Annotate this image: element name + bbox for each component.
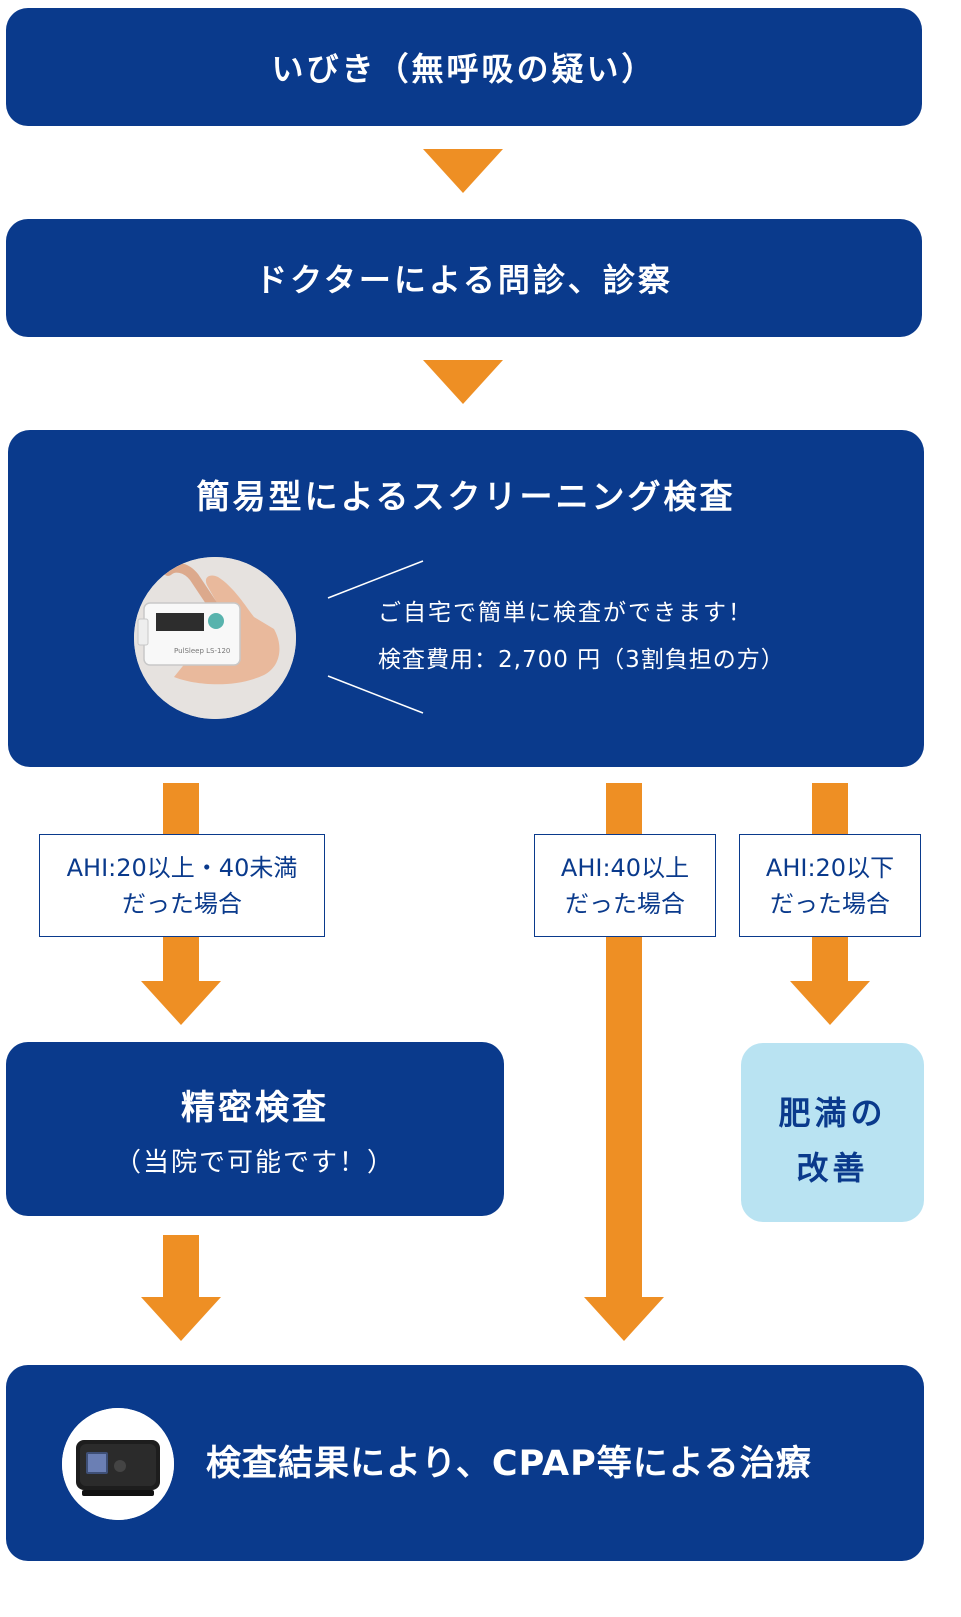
- step-consult-label: ドクターによる問診、診察: [255, 255, 673, 301]
- obesity-line2: 改善: [741, 1143, 924, 1189]
- branch-high-line1: AHI:40以上: [561, 850, 689, 886]
- step-snoring-label: いびき（無呼吸の疑い）: [271, 44, 656, 90]
- detailed-title: 精密検査: [6, 1080, 504, 1129]
- device-model-text: PulSleep LS-120: [174, 647, 230, 655]
- branch-low-line1: AHI:20以下: [766, 850, 894, 886]
- hand-device-illustration: PulSleep LS-120: [134, 557, 296, 719]
- branch-label-high: AHI:40以上 だった場合: [534, 834, 716, 937]
- arrow-shaft-detailed: [163, 1235, 199, 1301]
- branch-mid-line2: だった場合: [122, 886, 242, 922]
- step-treatment: 検査結果により、CPAP等による治療: [6, 1365, 924, 1561]
- arrow-down-icon: [423, 149, 503, 193]
- branch-label-low: AHI:20以下 だった場合: [739, 834, 921, 937]
- cpap-device-photo: [62, 1408, 174, 1520]
- branch-high-line2: だった場合: [565, 886, 685, 922]
- screening-device-photo: PulSleep LS-120: [134, 557, 296, 719]
- arrow-down-icon: [141, 1297, 221, 1341]
- obesity-line1: 肥満の: [741, 1088, 924, 1134]
- screening-title: 簡易型によるスクリーニング検査: [8, 470, 924, 518]
- speech-lines: [323, 558, 443, 718]
- step-consult: ドクターによる問診、診察: [6, 219, 922, 337]
- branch-low-line2: だった場合: [770, 886, 890, 922]
- detailed-sub: （当院で可能です！）: [6, 1142, 504, 1179]
- treatment-label: 検査結果により、CPAP等による治療: [206, 1435, 812, 1486]
- step-snoring: いびき（無呼吸の疑い）: [6, 8, 922, 126]
- branch-mid-line1: AHI:20以上・40未満: [67, 850, 298, 886]
- step-screening: 簡易型によるスクリーニング検査 PulSleep LS-120 ご自宅で簡単に検…: [8, 430, 924, 767]
- arrow-down-icon: [584, 1297, 664, 1341]
- arrow-down-icon: [423, 360, 503, 404]
- step-detailed-exam: 精密検査 （当院で可能です！）: [6, 1042, 504, 1216]
- step-obesity: 肥満の 改善: [741, 1043, 924, 1222]
- screening-line1: ご自宅で簡単に検査ができます！: [378, 593, 753, 627]
- branch-label-mid: AHI:20以上・40未満 だった場合: [39, 834, 325, 937]
- arrow-down-icon: [141, 981, 221, 1025]
- screening-line2: 検査費用：2,700 円（3割負担の方）: [378, 640, 785, 674]
- arrow-down-icon: [790, 981, 870, 1025]
- cpap-device-illustration: [62, 1408, 174, 1520]
